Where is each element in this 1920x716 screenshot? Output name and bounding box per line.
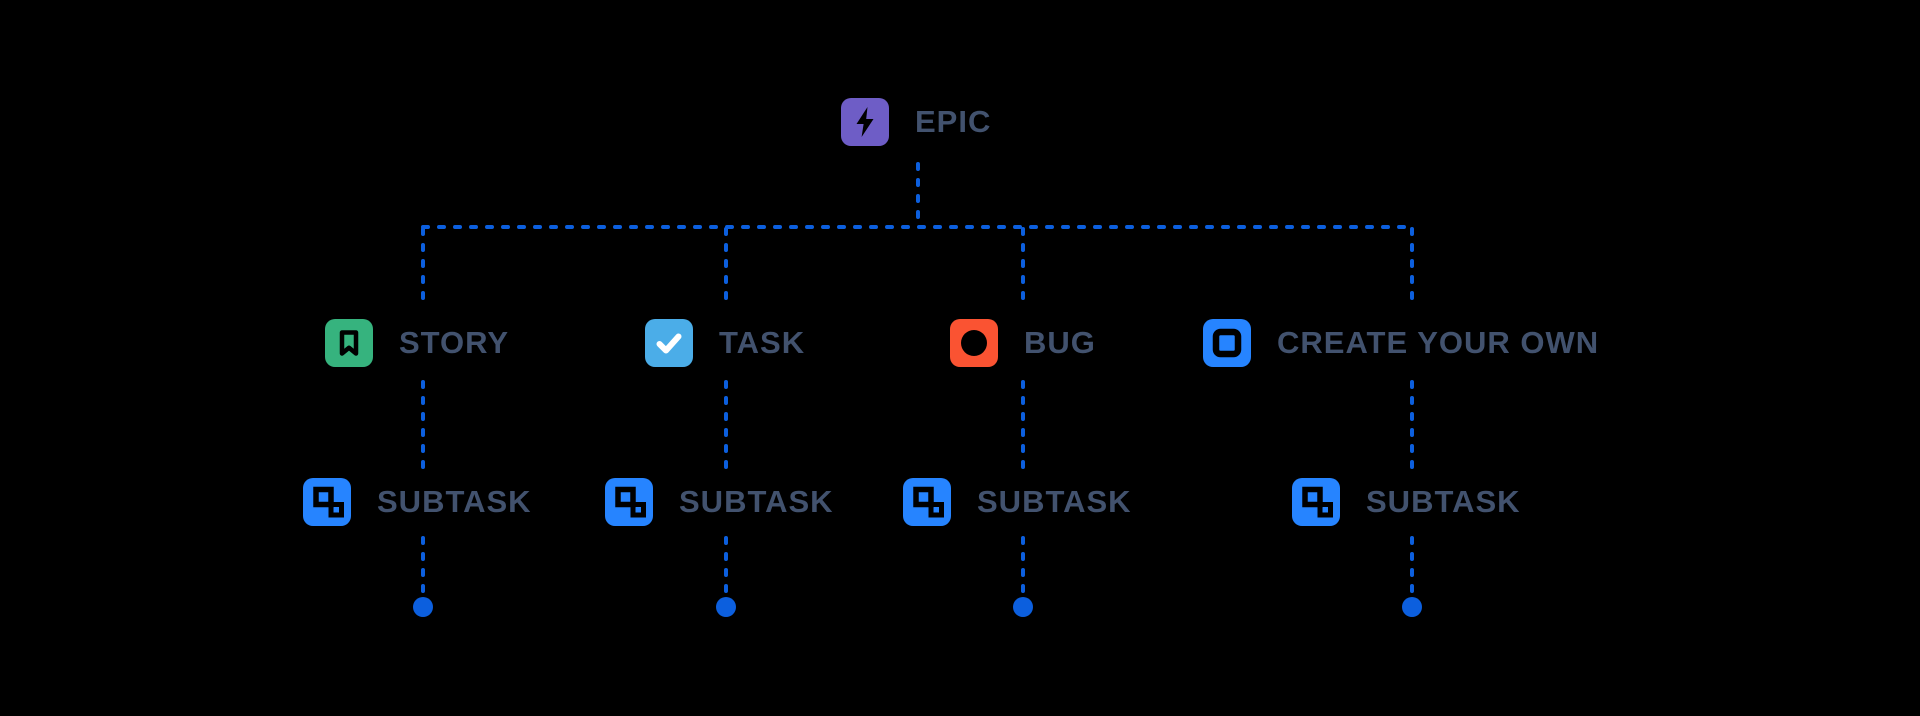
endpoint-dot	[1402, 597, 1422, 617]
node-label-subtask: SUBTASK	[679, 484, 834, 519]
node-label-task: TASK	[719, 325, 806, 360]
epic-icon	[841, 98, 889, 146]
subtask-icon	[303, 478, 351, 526]
node-subtask-1: SUBTASK	[303, 478, 532, 526]
task-check-icon	[645, 319, 693, 367]
node-label-epic: EPIC	[915, 104, 992, 139]
create-your-own-icon	[1203, 319, 1251, 367]
story-bookmark-icon	[325, 319, 373, 367]
node-label-subtask: SUBTASK	[377, 484, 532, 519]
node-subtask-2: SUBTASK	[605, 478, 834, 526]
node-subtask-4: SUBTASK	[1292, 478, 1521, 526]
bug-icon	[950, 319, 998, 367]
subtask-icon	[1292, 478, 1340, 526]
node-label-story: STORY	[399, 325, 510, 360]
node-label-subtask: SUBTASK	[1366, 484, 1521, 519]
subtask-icon	[903, 478, 951, 526]
node-label-subtask: SUBTASK	[977, 484, 1132, 519]
node-story: STORY	[325, 319, 509, 367]
node-subtask-3: SUBTASK	[903, 478, 1132, 526]
endpoint-dot	[1013, 597, 1033, 617]
node-create-your-own: CREATE YOUR OWN	[1203, 319, 1599, 367]
node-label-bug: BUG	[1024, 325, 1096, 360]
endpoint-dot	[413, 597, 433, 617]
node-task: TASK	[645, 319, 805, 367]
subtask-icon	[605, 478, 653, 526]
node-bug: BUG	[950, 319, 1096, 367]
endpoint-dot	[716, 597, 736, 617]
node-epic: EPIC	[841, 98, 991, 146]
node-label-create-your-own: CREATE YOUR OWN	[1277, 325, 1600, 360]
